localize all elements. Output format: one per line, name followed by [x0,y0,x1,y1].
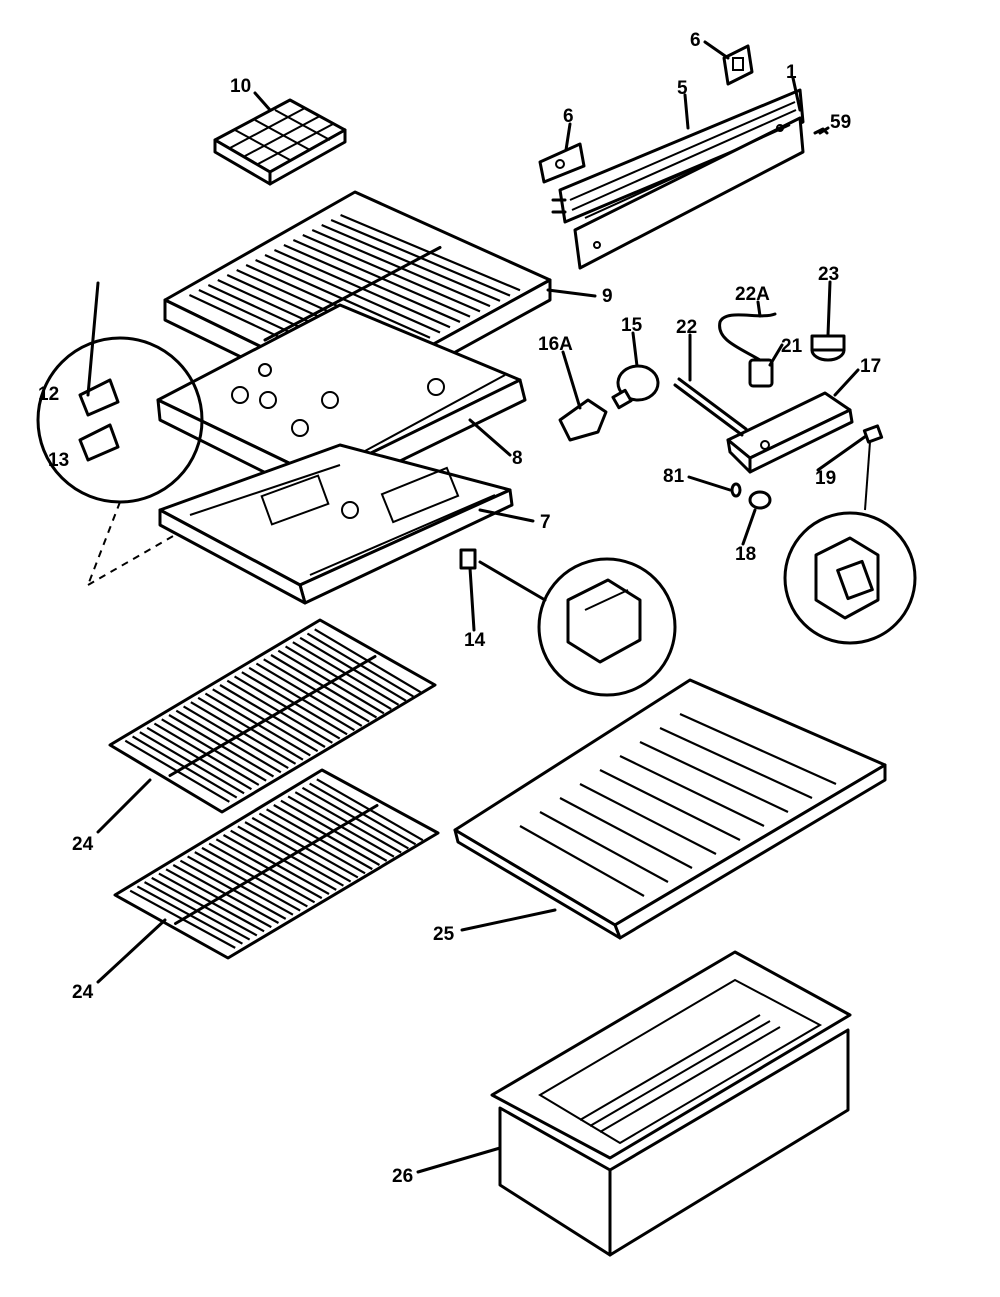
wire-shelf-24-lower [113,768,440,960]
callout-24-lower: 24 [72,982,94,1003]
callout-10: 10 [230,76,251,97]
wire-shelf-24-upper [108,618,437,814]
switch-19 [862,424,884,444]
callout-6-upper: 6 [690,30,701,51]
leader-lines [86,40,868,1174]
thermostat-21 [718,312,777,388]
callout-labels: 1 5 6 6 59 10 9 22A 23 16A 15 22 21 17 1… [38,30,881,1187]
callout-5: 5 [677,78,688,99]
ice-tray-10 [213,98,347,186]
bracket-6-lower [538,142,586,184]
screw-81 [730,482,742,498]
control-bracket-17 [726,391,854,474]
callout-15: 15 [621,315,643,336]
callout-1: 1 [786,62,797,83]
callout-19: 19 [815,468,836,489]
light-shield-22 [673,377,748,437]
screw-59 [813,127,829,135]
callout-7: 7 [540,512,551,533]
callout-6-lower: 6 [563,106,574,127]
light-socket-16A [558,398,608,442]
inset-hinge-clips [36,336,204,586]
control-panel-strip [551,88,805,270]
callout-24-upper: 24 [72,834,94,855]
callout-22: 22 [676,317,697,338]
callout-16A: 16A [538,334,573,355]
lamp-socket-14 [459,548,477,570]
callout-26: 26 [392,1166,413,1187]
crisper-cover-25 [453,678,887,940]
inset-lamp-socket [478,557,677,697]
callout-23: 23 [818,264,839,285]
callout-59: 59 [830,112,851,133]
crisper-drawer-26 [490,950,852,1257]
inset-switch [783,441,917,645]
callout-81: 81 [663,466,685,487]
light-bulb-15 [611,364,660,410]
control-knob-23 [810,334,846,362]
callout-22A: 22A [735,284,770,305]
callout-13: 13 [48,450,69,471]
freezer-floor-7 [158,443,514,605]
callout-17: 17 [860,356,881,377]
callout-21: 21 [781,336,803,357]
callout-14: 14 [464,630,486,651]
callout-8: 8 [512,448,523,469]
callout-18: 18 [735,544,756,565]
knob-18 [748,490,772,510]
callout-12: 12 [38,384,59,405]
callout-9: 9 [602,286,613,307]
callout-25: 25 [433,924,455,945]
bracket-6-upper [722,44,754,86]
